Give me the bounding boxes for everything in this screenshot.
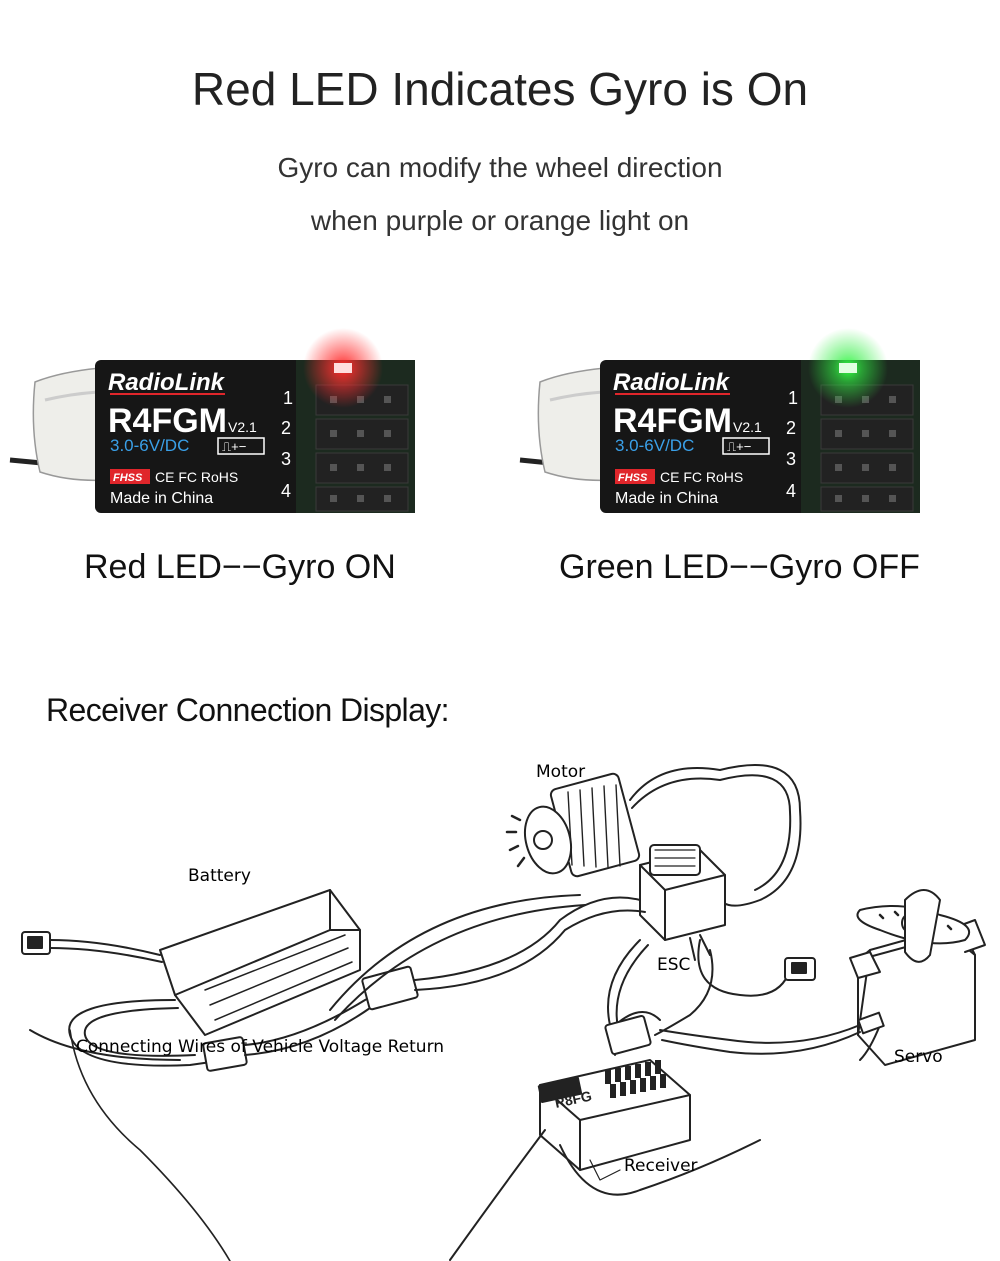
channel-3: 3: [786, 449, 796, 469]
origin-label: Made in China: [110, 490, 213, 507]
battery: [21, 889, 361, 1036]
model-label: R4FGM: [613, 402, 732, 440]
receiver-r8fg: [537, 1059, 691, 1171]
receiver-left: RadioLink R4FGM V2.1 3.0-6V/DC ⎍+− FHSS …: [9, 328, 415, 513]
channel-1: 1: [788, 388, 798, 408]
esc-label: ESC: [657, 955, 690, 975]
connection-heading: Receiver Connection Display:: [46, 692, 450, 728]
channel-2: 2: [281, 418, 291, 438]
channel-2: 2: [786, 418, 796, 438]
receiver-model-label: R8FG: [553, 1087, 593, 1110]
channel-1: 1: [283, 388, 293, 408]
fhss-badge: FHSS: [618, 472, 648, 484]
servo-label: Servo: [894, 1047, 943, 1067]
channel-4: 4: [281, 481, 291, 501]
cert-label: CE FC RoHS: [155, 469, 238, 485]
motor: [505, 764, 802, 907]
battery-label: Battery: [188, 866, 251, 886]
receiver-photos: RadioLink R4FGM V2.1 3.0-6V/DC ⎍+− FHSS …: [9, 328, 920, 513]
voltage-label: 3.0-6V/DC: [615, 436, 694, 455]
version-label: V2.1: [228, 419, 257, 435]
caption-green-led: Green LED−−Gyro OFF: [559, 548, 920, 586]
signal-mark: ⎍+−: [727, 439, 751, 454]
model-label: R4FGM: [108, 402, 227, 440]
subtitle-line-2: when purple or orange light on: [310, 205, 690, 236]
receiver-right: RadioLink R4FGM V2.1 3.0-6V/DC ⎍+− FHSS …: [519, 328, 920, 513]
voltage-label: 3.0-6V/DC: [110, 436, 189, 455]
page-title: Red LED Indicates Gyro is On: [191, 63, 809, 115]
connection-diagram: R8FG Motor Battery ESC Servo Connecting …: [21, 762, 986, 1261]
return-wires-label: Connecting Wires of Vehicle Voltage Retu…: [76, 1037, 444, 1057]
origin-label: Made in China: [615, 490, 718, 507]
brand-label: RadioLink: [613, 369, 731, 396]
brand-label: RadioLink: [108, 369, 226, 396]
channel-3: 3: [281, 449, 291, 469]
cert-label: CE FC RoHS: [660, 469, 743, 485]
receiver-label: Receiver: [624, 1156, 698, 1176]
signal-mark: ⎍+−: [222, 439, 246, 454]
channel-4: 4: [786, 481, 796, 501]
fhss-badge: FHSS: [113, 472, 143, 484]
motor-label: Motor: [536, 762, 585, 782]
servo: [849, 889, 986, 1066]
subtitle-line-1: Gyro can modify the wheel direction: [277, 152, 723, 183]
esc: [639, 844, 816, 997]
caption-red-led: Red LED−−Gyro ON: [84, 548, 396, 586]
version-label: V2.1: [733, 419, 762, 435]
